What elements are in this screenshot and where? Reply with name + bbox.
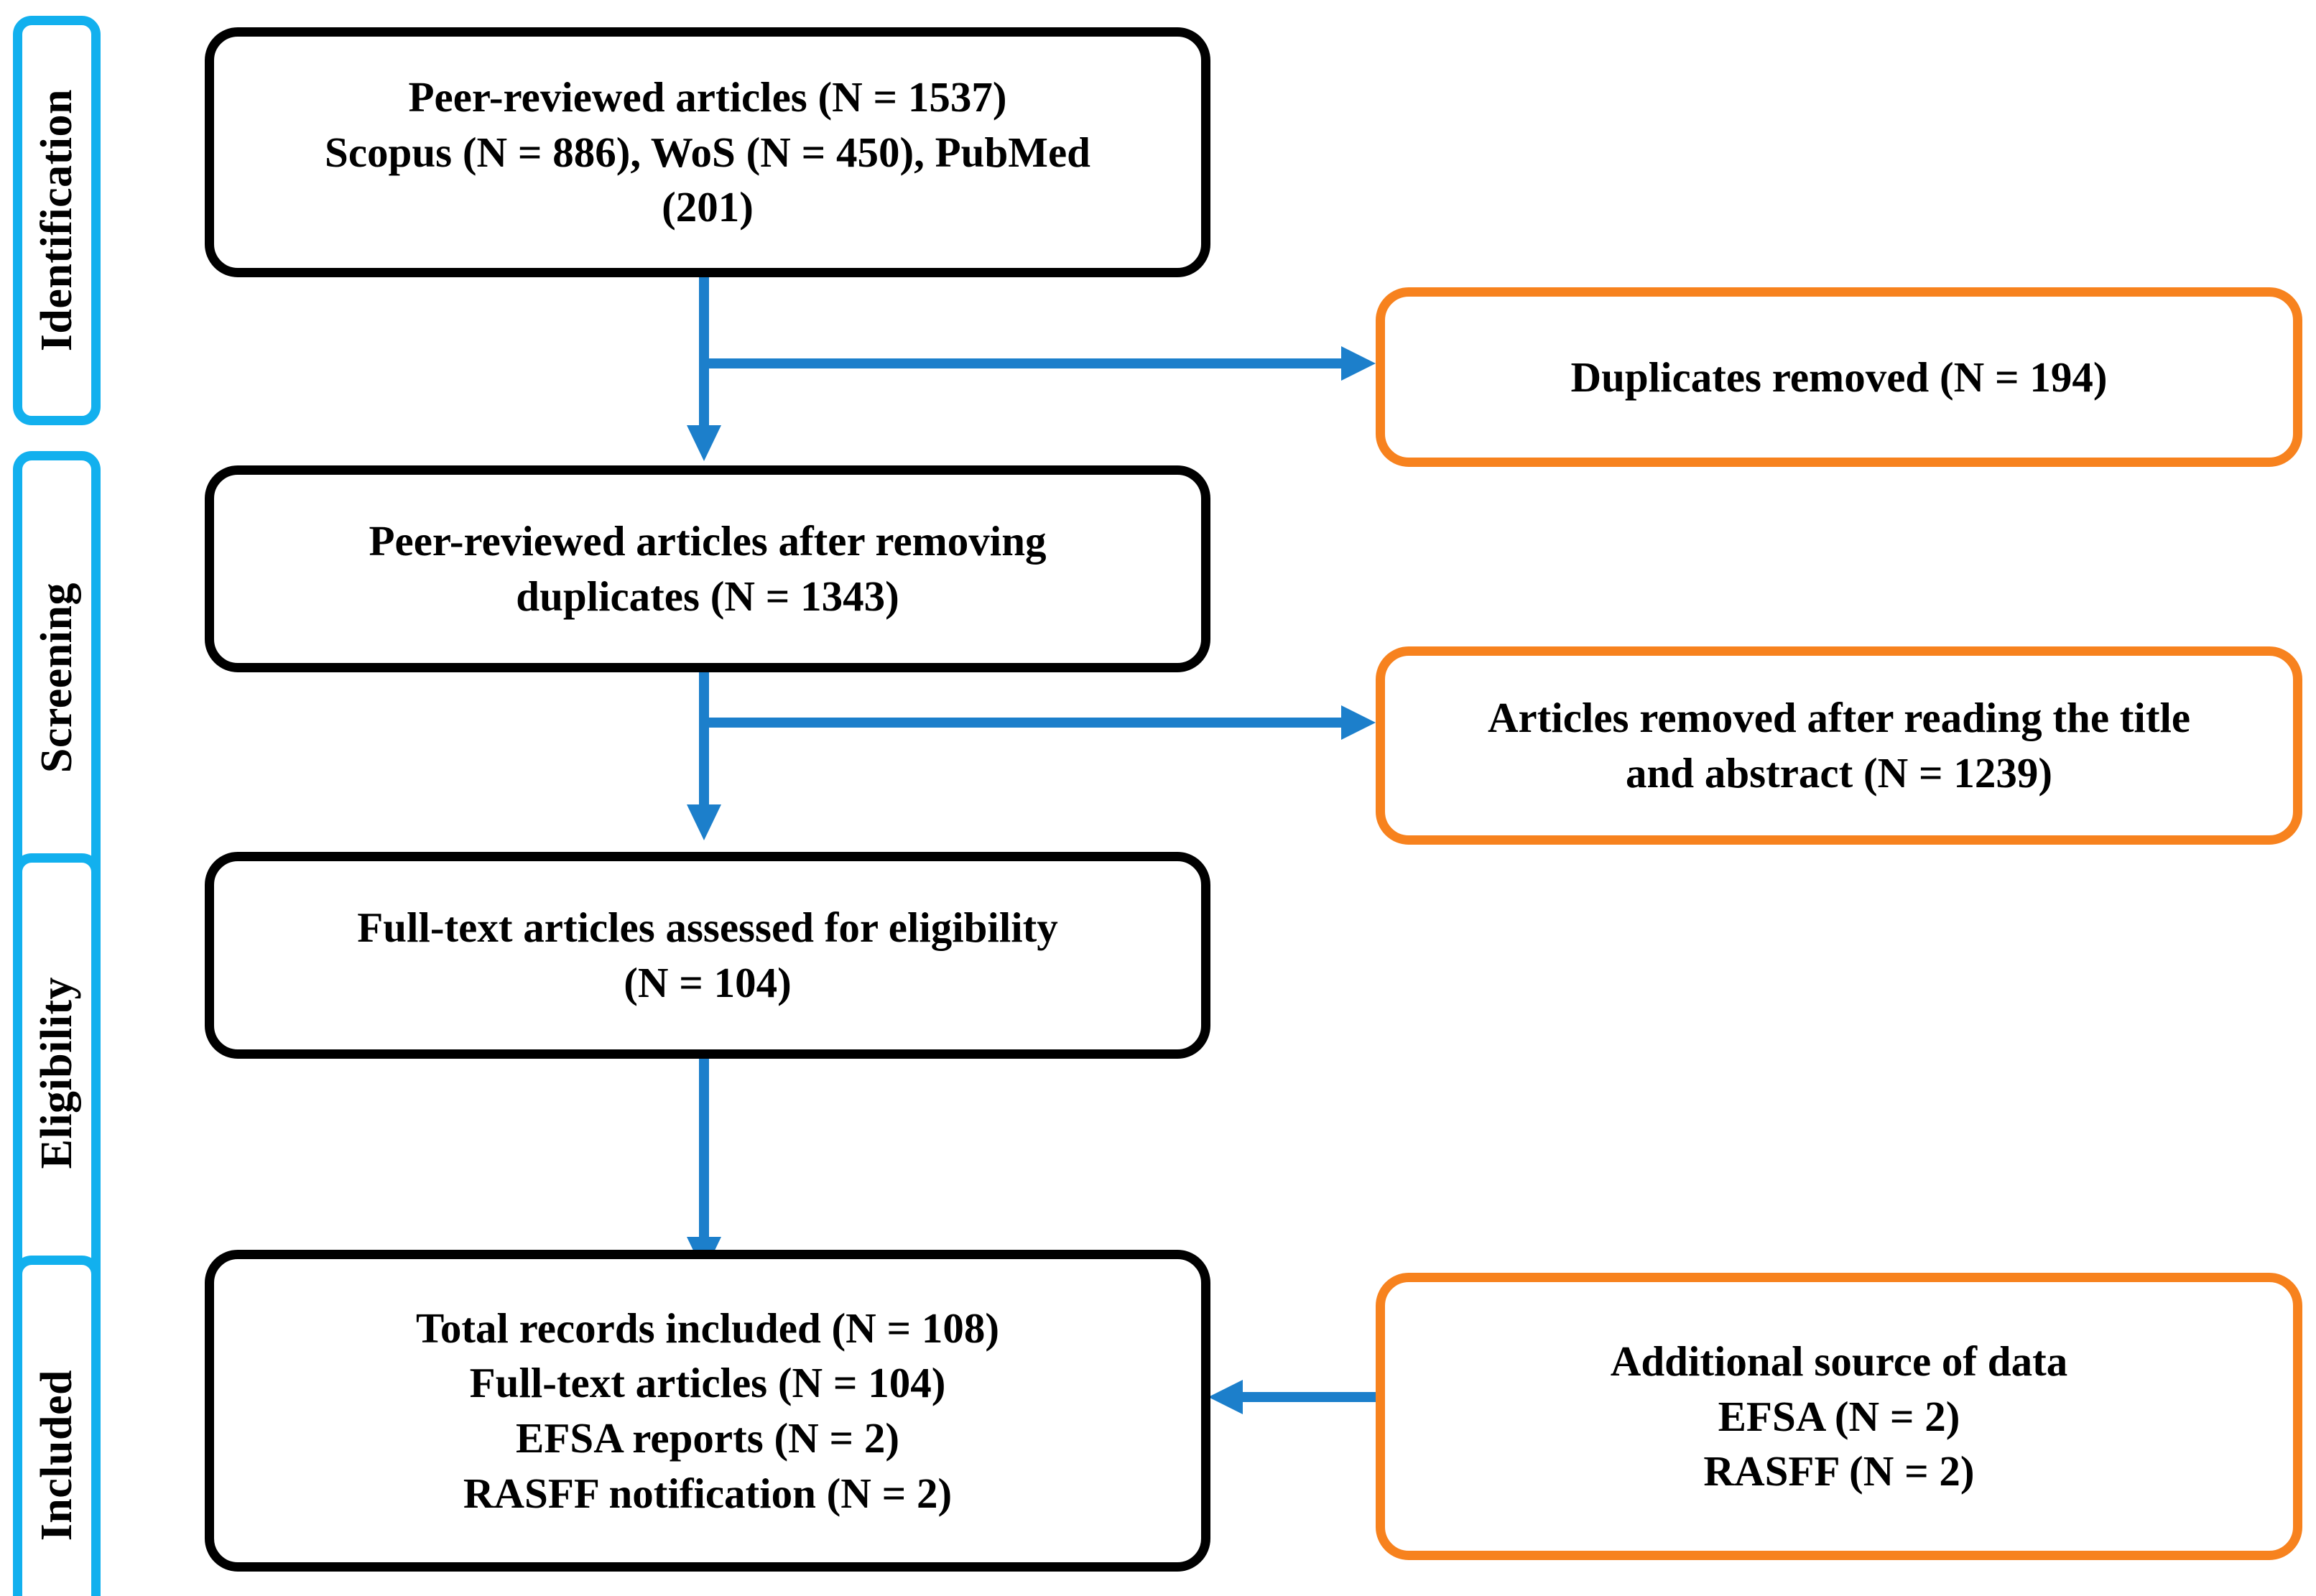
node-line: RASFF (N = 2): [1703, 1447, 1975, 1495]
node-line: duplicates (N = 1343): [516, 572, 899, 620]
node-after-duplicates: Peer-reviewed articles after removing du…: [205, 465, 1210, 672]
stage-label-included-text: Included: [32, 1369, 81, 1541]
node-line: RASFF notification (N = 2): [463, 1469, 953, 1517]
node-line: EFSA (N = 2): [1718, 1392, 1960, 1440]
node-duplicates-removed: Duplicates removed (N = 194): [1376, 287, 2302, 467]
node-duplicates-removed-text: Duplicates removed (N = 194): [1542, 350, 2136, 405]
node-line: Additional source of data: [1610, 1337, 2068, 1385]
node-line: (N = 104): [624, 959, 792, 1006]
node-line: EFSA reports (N = 2): [516, 1414, 899, 1462]
node-line: Duplicates removed (N = 194): [1570, 353, 2108, 401]
node-line: Full-text articles assessed for eligibil…: [357, 904, 1058, 952]
node-line: Full-text articles (N = 104): [469, 1359, 946, 1407]
node-line: Articles removed after reading the title: [1487, 694, 2191, 742]
node-title-abstract-removed: Articles removed after reading the title…: [1376, 646, 2302, 845]
node-additional-sources-text: Additional source of data EFSA (N = 2) R…: [1582, 1334, 2097, 1499]
node-total-included-text: Total records included (N = 108) Full-te…: [387, 1301, 1028, 1521]
stage-label-eligibility: Eligibility: [13, 853, 101, 1293]
node-title-abstract-removed-text: Articles removed after reading the title…: [1459, 690, 2219, 800]
stage-label-identification-text: Identification: [32, 89, 81, 352]
stage-label-eligibility-text: Eligibility: [32, 977, 81, 1169]
node-line: Scopus (N = 886), WoS (N = 450), PubMed: [325, 128, 1090, 176]
node-full-text-assessed: Full-text articles assessed for eligibil…: [205, 852, 1210, 1059]
node-line: Total records included (N = 108): [415, 1304, 1000, 1352]
node-after-duplicates-text: Peer-reviewed articles after removing du…: [340, 514, 1075, 623]
node-identified-records: Peer-reviewed articles (N = 1537) Scopus…: [205, 27, 1210, 277]
node-additional-sources: Additional source of data EFSA (N = 2) R…: [1376, 1273, 2302, 1560]
connector-identified-to-duplicates-and-next: [668, 266, 1394, 467]
connector-additional-to-included: [1192, 1368, 1386, 1426]
node-identified-records-text: Peer-reviewed articles (N = 1537) Scopus…: [296, 70, 1119, 235]
node-line: (201): [662, 183, 754, 231]
stage-label-screening-text: Screening: [32, 583, 81, 774]
stage-label-included: Included: [13, 1256, 101, 1596]
node-line: and abstract (N = 1239): [1625, 749, 2053, 797]
stage-label-screening: Screening: [13, 451, 101, 905]
node-full-text-assessed-text: Full-text articles assessed for eligibil…: [328, 900, 1087, 1010]
node-line: Peer-reviewed articles (N = 1537): [408, 73, 1007, 121]
node-total-included: Total records included (N = 108) Full-te…: [205, 1250, 1210, 1572]
node-line: Peer-reviewed articles after removing: [369, 517, 1047, 565]
stage-label-identification: Identification: [13, 16, 101, 425]
